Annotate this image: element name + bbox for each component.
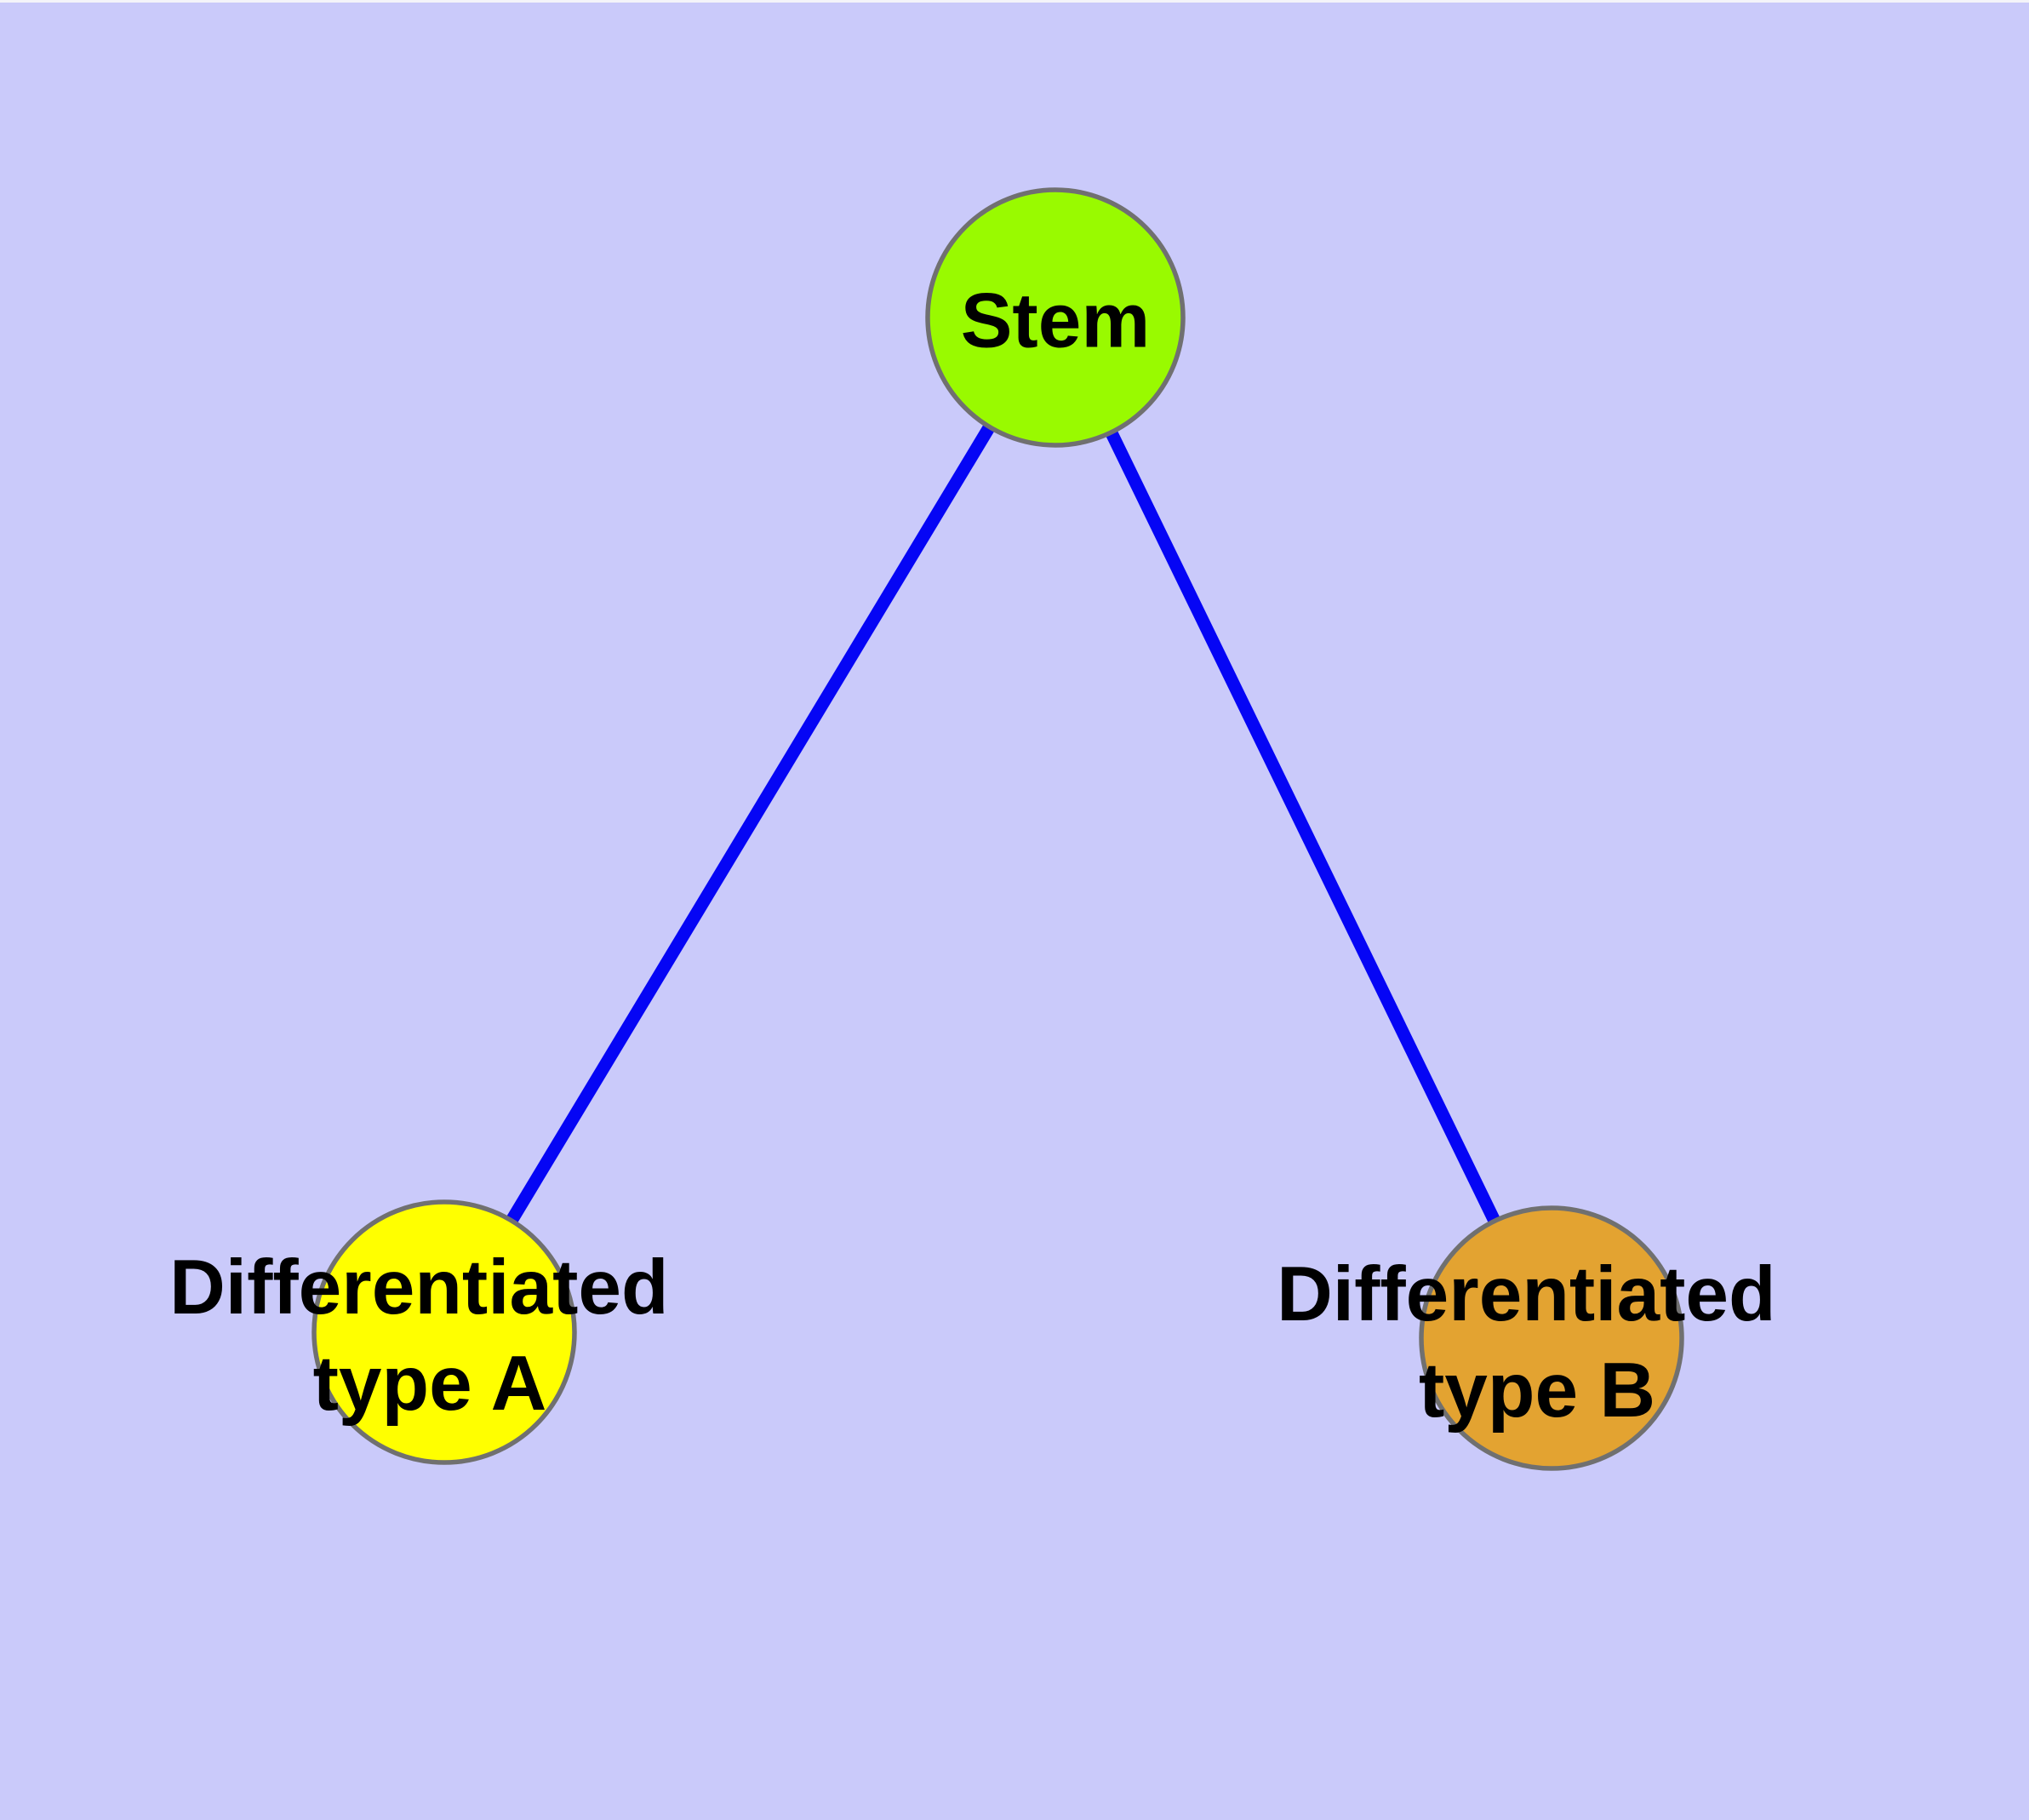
node-stem-label: Stem — [961, 278, 1151, 364]
top-edge-highlight — [0, 0, 2029, 3]
edge-stem-to-type-b — [1049, 314, 1557, 1342]
node-differentiated-type-a-circle — [311, 1199, 577, 1465]
node-stem-circle — [925, 187, 1186, 448]
node-differentiated-type-b-circle — [1419, 1205, 1684, 1471]
node-differentiated-type-b-label: Differentiated type B — [1277, 1251, 1798, 1434]
label-line: Differentiated — [1277, 1251, 1776, 1337]
label-line: type A — [313, 1341, 547, 1427]
edge-stem-to-type-a — [438, 314, 1061, 1336]
label-line: Differentiated — [169, 1245, 669, 1331]
node-differentiated-type-a-label: Differentiated type A — [169, 1245, 690, 1427]
label-line: type B — [1419, 1348, 1655, 1434]
